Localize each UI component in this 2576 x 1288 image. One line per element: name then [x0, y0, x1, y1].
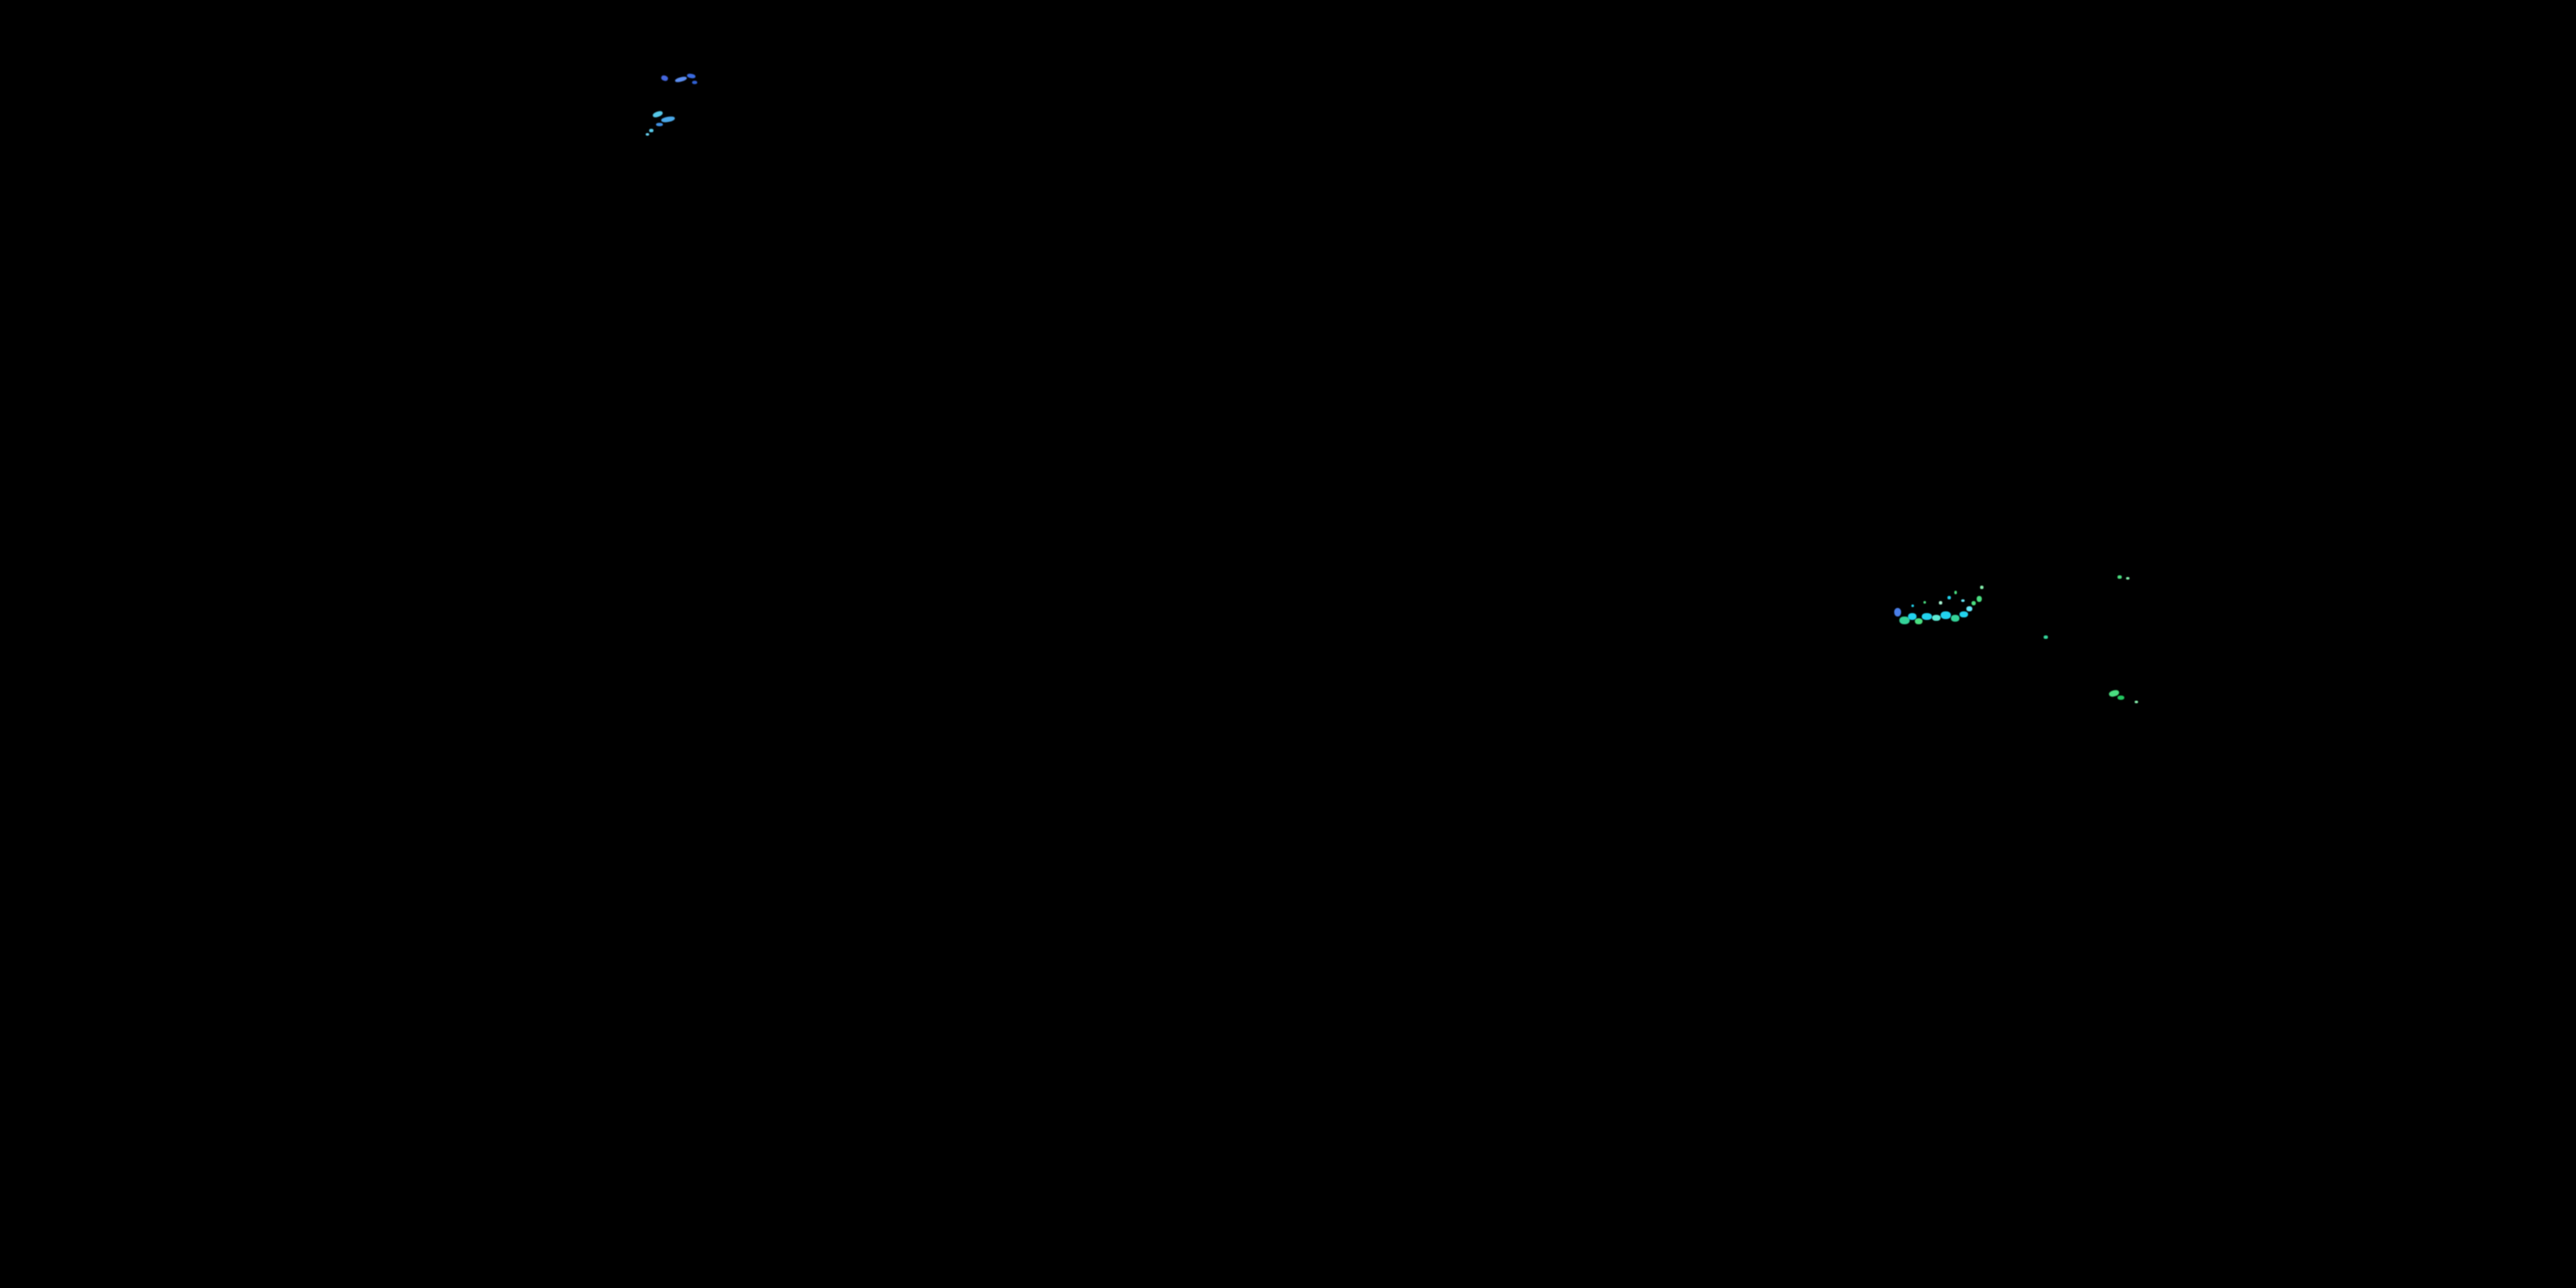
- radar-echo: [646, 133, 649, 136]
- radar-echo: [1939, 601, 1942, 605]
- radar-echo: [1947, 596, 1951, 599]
- radar-echo: [660, 115, 676, 124]
- radar-echo: [2126, 577, 2129, 580]
- radar-echo: [652, 110, 664, 118]
- radar-echo: [1894, 608, 1901, 617]
- radar-echo: [1941, 611, 1951, 619]
- radar-echo: [1951, 615, 1959, 622]
- radar-echo: [1961, 599, 1965, 602]
- radar-echo: [660, 74, 669, 82]
- radar-echo: [1932, 615, 1941, 621]
- radar-echo: [674, 76, 688, 83]
- radar-echo: [686, 73, 696, 79]
- radar-echo: [649, 129, 653, 132]
- radar-echo: [1966, 606, 1972, 611]
- radar-echo: [2117, 575, 2122, 579]
- radar-echo: [1923, 601, 1926, 604]
- radar-echo: [2044, 635, 2048, 639]
- radar-echo: [1922, 613, 1932, 620]
- radar-echo: [1915, 618, 1923, 624]
- radar-echo: [1899, 617, 1910, 624]
- radar-echo: [656, 123, 663, 126]
- radar-echo: [1980, 586, 1984, 589]
- radar-echo: [2117, 696, 2124, 700]
- radar-echo: [1954, 591, 1957, 594]
- radar-echo: [1971, 601, 1976, 605]
- radar-echo: [1959, 611, 1968, 617]
- radar-echo: [1977, 596, 1982, 602]
- radar-echo: [1911, 605, 1914, 607]
- radar-echo: [2135, 701, 2138, 703]
- radar-echo: [1908, 613, 1917, 620]
- radar-echo: [692, 81, 697, 84]
